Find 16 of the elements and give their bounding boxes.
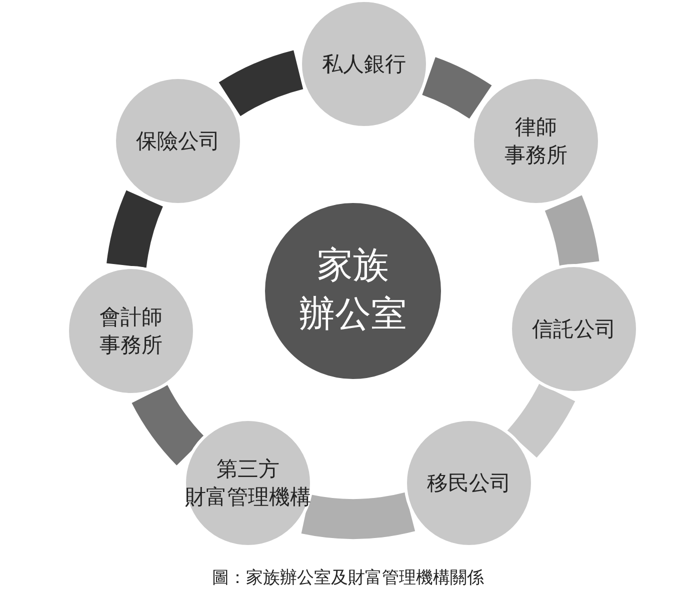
organization-label: 移民公司 [427,470,511,497]
organization-label: 私人銀行 [322,50,406,78]
ring-segment [544,196,600,267]
center-label: 家族辦公室 [299,244,407,337]
organization-label: 律師事務所 [504,114,568,169]
caption: 圖：家族辦公室及財富管理機構關係 [211,567,485,590]
organization-label: 信託公司 [532,316,616,343]
organization-label: 會計師事務所 [100,304,162,359]
ring-segment [302,492,414,539]
ring-segment [506,382,575,458]
organization-label: 保險公司 [136,128,220,155]
ring-segment [422,57,492,119]
organization-label: 第三方財富管理機構 [185,456,311,511]
ring-segment [132,384,206,465]
ring-segment [106,191,164,268]
ring-segment [220,50,304,117]
